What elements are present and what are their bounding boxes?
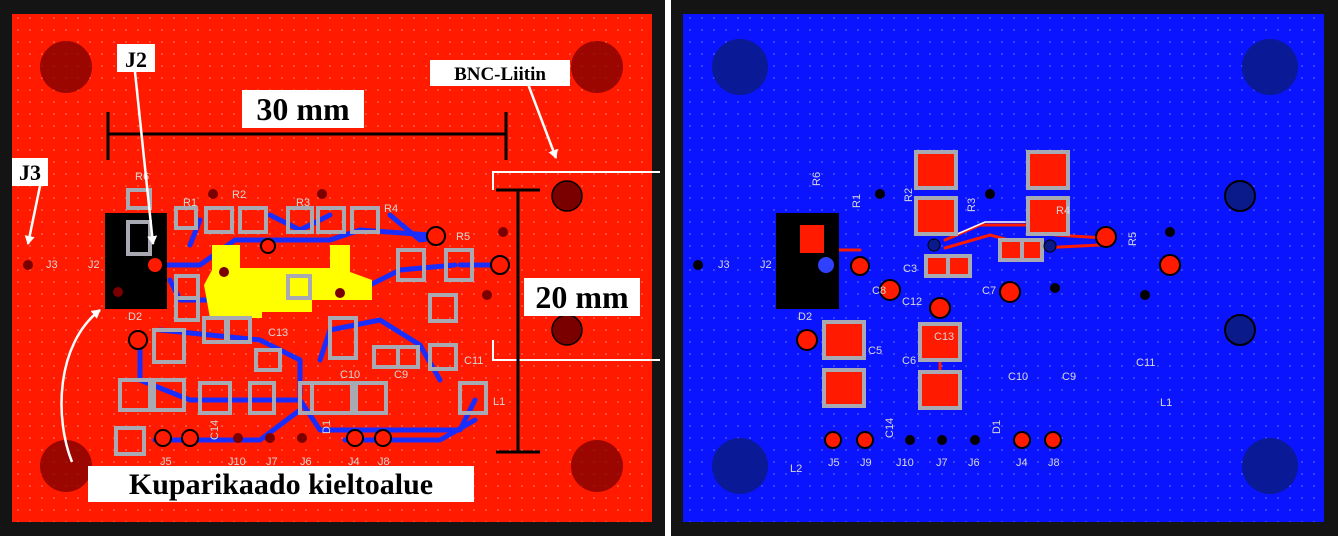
ref-r-J3: J3: [718, 259, 730, 271]
ref-r-J4: J4: [1016, 457, 1028, 469]
ref-r-C7: C7: [982, 285, 996, 297]
ref-r-J6: J6: [968, 457, 980, 469]
left-pads: [114, 188, 488, 456]
top-layer-view: R6 R1 R2 R3 R4 R5 J3 J2 D2 C13 C10 C9 C1…: [0, 0, 665, 536]
ref-r-R3: R3: [966, 198, 978, 212]
ref-r-R1: R1: [851, 194, 863, 208]
callout-bnc: BNC-Liitin: [430, 60, 570, 86]
mount-hole-bl-r: [712, 438, 768, 494]
arrow-keepout: [60, 309, 101, 463]
ref-J6: J6: [300, 456, 312, 468]
ref-r-J9: J9: [860, 457, 872, 469]
ref-r-C9: C9: [1062, 371, 1076, 383]
ref-J10: J10: [228, 456, 246, 468]
ref-r-J10: J10: [896, 457, 914, 469]
mount-hole-tl: [40, 41, 92, 93]
ref-r-C5: C5: [868, 345, 882, 357]
ref-R1: R1: [183, 197, 197, 209]
ref-L1: L1: [493, 396, 505, 408]
annotation-arrows: [24, 71, 558, 463]
ref-R4: R4: [384, 203, 398, 215]
bnc-outline: [492, 171, 660, 361]
ref-r-D1: D1: [991, 420, 1003, 434]
ref-r-C3: C3: [903, 263, 917, 275]
callout-height: 20 mm: [524, 278, 640, 316]
ref-r-R6: R6: [811, 172, 823, 186]
width-dimension: [106, 112, 508, 160]
ref-D2: D2: [128, 311, 142, 323]
ref-r-C12: C12: [902, 296, 922, 308]
ref-r-R2: R2: [903, 188, 915, 202]
ref-r-J2: J2: [760, 259, 772, 271]
ref-J8: J8: [378, 456, 390, 468]
ref-J5: J5: [160, 456, 172, 468]
bnc-hole-bottom-r: [1224, 314, 1256, 346]
callout-keepout: Kuparikaado kieltoalue: [88, 466, 474, 502]
ref-D1: D1: [321, 420, 333, 434]
ref-r-J5: J5: [828, 457, 840, 469]
ref-r-R5: R5: [1127, 232, 1139, 246]
ref-r-L2: L2: [790, 463, 802, 475]
ref-r-C11: C11: [1136, 357, 1155, 369]
ref-C10: C10: [340, 369, 360, 381]
svg-text:BNC-Liitin: BNC-Liitin: [454, 64, 546, 85]
left-ref-labels: R6 R1 R2 R3 R4 R5 J3 J2 D2 C13 C10 C9 C1…: [46, 171, 505, 468]
ref-R3: R3: [296, 197, 310, 209]
ref-R5: R5: [456, 231, 470, 243]
ref-R2: R2: [232, 189, 246, 201]
mount-hole-bl: [40, 440, 92, 492]
bottom-layer-view: R6 R1 R2 R3 R4 R5 J3 J2 D2 C3 C8 C12 C7 …: [671, 0, 1338, 536]
ref-C11: C11: [464, 355, 483, 367]
mount-hole-tl-r: [712, 39, 768, 95]
callout-j3: J3: [12, 158, 48, 186]
ref-J3: J3: [46, 259, 58, 271]
ref-r-D2: D2: [798, 311, 812, 323]
svg-text:20 mm: 20 mm: [535, 279, 629, 315]
bnc-hole-top: [551, 180, 583, 212]
ref-C14: C14: [209, 420, 221, 440]
arrow-j3: [24, 185, 42, 245]
left-vias: [23, 189, 510, 447]
bnc-hole-top-r: [1224, 180, 1256, 212]
mount-hole-br: [571, 440, 623, 492]
ref-r-L1: L1: [1160, 397, 1172, 409]
ref-J7: J7: [266, 456, 278, 468]
svg-text:30 mm: 30 mm: [256, 91, 350, 127]
ref-r-C6: C6: [902, 355, 916, 367]
right-ref-labels: R6 R1 R2 R3 R4 R5 J3 J2 D2 C3 C8 C12 C7 …: [718, 172, 1172, 475]
svg-text:J3: J3: [19, 160, 41, 185]
height-dimension: [496, 188, 540, 454]
mount-hole-tr-r: [1242, 39, 1298, 95]
ref-C9: C9: [394, 369, 408, 381]
ref-r-J8: J8: [1048, 457, 1060, 469]
callout-width: 30 mm: [242, 90, 364, 128]
right-vias: [693, 189, 1181, 449]
svg-text:J2: J2: [125, 47, 147, 72]
ref-r-C8: C8: [872, 285, 886, 297]
ref-J4: J4: [348, 456, 360, 468]
mount-hole-tr: [571, 41, 623, 93]
bnc-hole-bottom: [551, 314, 583, 346]
arrow-bnc: [526, 83, 558, 159]
mount-hole-br-r: [1242, 438, 1298, 494]
callout-j2: J2: [117, 44, 155, 72]
ref-r-J7: J7: [936, 457, 948, 469]
ref-r-C14: C14: [884, 418, 896, 438]
ref-r-R4: R4: [1056, 205, 1070, 217]
ref-r-C10: C10: [1008, 371, 1028, 383]
ref-C13: C13: [268, 327, 288, 339]
keepout-red-pad: [800, 225, 824, 253]
ref-J2: J2: [88, 259, 100, 271]
right-pads: [822, 150, 1070, 410]
svg-text:Kuparikaado kieltoalue: Kuparikaado kieltoalue: [129, 468, 433, 501]
arrow-j2: [133, 71, 158, 245]
ref-r-C13: C13: [934, 331, 954, 343]
